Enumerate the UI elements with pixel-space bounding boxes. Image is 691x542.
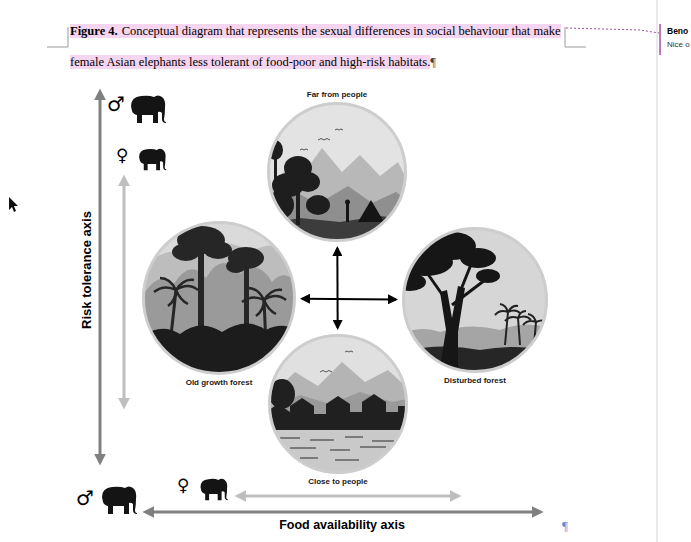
- circle-outline: [142, 221, 296, 375]
- far-scene: [266, 191, 294, 219]
- far-scene: [260, 95, 420, 255]
- elephant-icons: [139, 149, 166, 170]
- habitat-circle: Disturbed forest: [402, 227, 548, 373]
- paragraph-mark: ¶: [562, 519, 568, 534]
- habitat-circle: Far from people: [267, 102, 407, 242]
- far-scene: [260, 95, 420, 255]
- direction-arrow: [336, 248, 338, 328]
- male-symbol: ♂: [107, 93, 125, 116]
- disturbed-scene: [460, 248, 496, 268]
- female-symbol: ♀: [116, 146, 128, 166]
- disturbed-scene: [394, 273, 426, 291]
- disturbed-scene: [400, 346, 550, 380]
- habitat-label: Close to people: [308, 477, 368, 486]
- circle-outline: [270, 336, 407, 473]
- disturbed-scene: [394, 225, 552, 380]
- old-growth-scene: [140, 218, 300, 380]
- habitat-label: Old growth forest: [186, 378, 253, 387]
- old-growth-scene: [226, 259, 246, 273]
- axis-arrows: [238, 495, 458, 498]
- page-furniture: [9, 0, 660, 542]
- old-growth-scene: [140, 263, 300, 380]
- close-scene: [266, 394, 412, 430]
- male-symbol: ♂: [76, 487, 94, 510]
- page-furniture: [659, 24, 661, 55]
- far-scene: [306, 195, 330, 215]
- axis-arrows: [99, 92, 102, 462]
- figure-caption: Figure 4.Conceptual diagram that represe…: [70, 16, 570, 78]
- figure-number: Figure 4.: [70, 24, 122, 38]
- circle-outline: [144, 223, 295, 374]
- disturbed-scene: [476, 269, 500, 283]
- far-scene: [300, 129, 343, 150]
- habitat-circle: Close to people: [268, 334, 408, 474]
- disturbed-scene: [495, 304, 549, 325]
- close-scene: [266, 332, 412, 480]
- habitat-label: Far from people: [307, 90, 367, 99]
- page-furniture: [47, 27, 68, 47]
- old-growth-scene: [242, 288, 286, 316]
- axis-title: Risk tolerance axis: [80, 211, 95, 329]
- old-growth-scene: [204, 241, 232, 259]
- female-symbol: ♀: [177, 476, 189, 496]
- comment-text: Nice o: [667, 40, 690, 49]
- circle-outline: [268, 334, 408, 474]
- elephant-icons: [201, 479, 228, 500]
- page-furniture: [9, 197, 18, 212]
- elephant-icons: [131, 96, 166, 124]
- circle-outline: [269, 104, 406, 241]
- close-scene: [280, 437, 394, 460]
- circle-outline: [402, 227, 548, 373]
- elephant-icons: [102, 487, 137, 515]
- habitat-circle: Old growth forest: [142, 221, 296, 375]
- old-growth-scene: [140, 243, 300, 380]
- circle-outline: [404, 229, 547, 372]
- old-growth-scene: [154, 278, 198, 306]
- axis-arrows: [146, 511, 540, 514]
- circle-outline: [267, 102, 407, 242]
- habitat-label: Disturbed forest: [444, 376, 506, 385]
- page-furniture: [566, 28, 659, 33]
- far-scene: [296, 172, 320, 192]
- page-furniture: [657, 0, 658, 542]
- old-growth-scene: [172, 243, 200, 261]
- direction-arrow: [302, 298, 396, 301]
- close-scene: [320, 351, 353, 372]
- axis-title: Food availability axis: [279, 518, 405, 532]
- page-furniture: [565, 27, 586, 47]
- old-growth-scene: [140, 218, 300, 380]
- axis-arrows: [123, 178, 126, 406]
- paragraph-mark: ¶: [430, 55, 436, 69]
- caption-text: Conceptual diagram that represents the s…: [70, 24, 561, 69]
- comment-author: Beno: [667, 27, 688, 37]
- far-scene: [266, 148, 412, 250]
- far-scene: [358, 200, 384, 222]
- far-scene: [345, 200, 350, 205]
- close-scene: [266, 362, 412, 480]
- far-scene: [346, 204, 349, 222]
